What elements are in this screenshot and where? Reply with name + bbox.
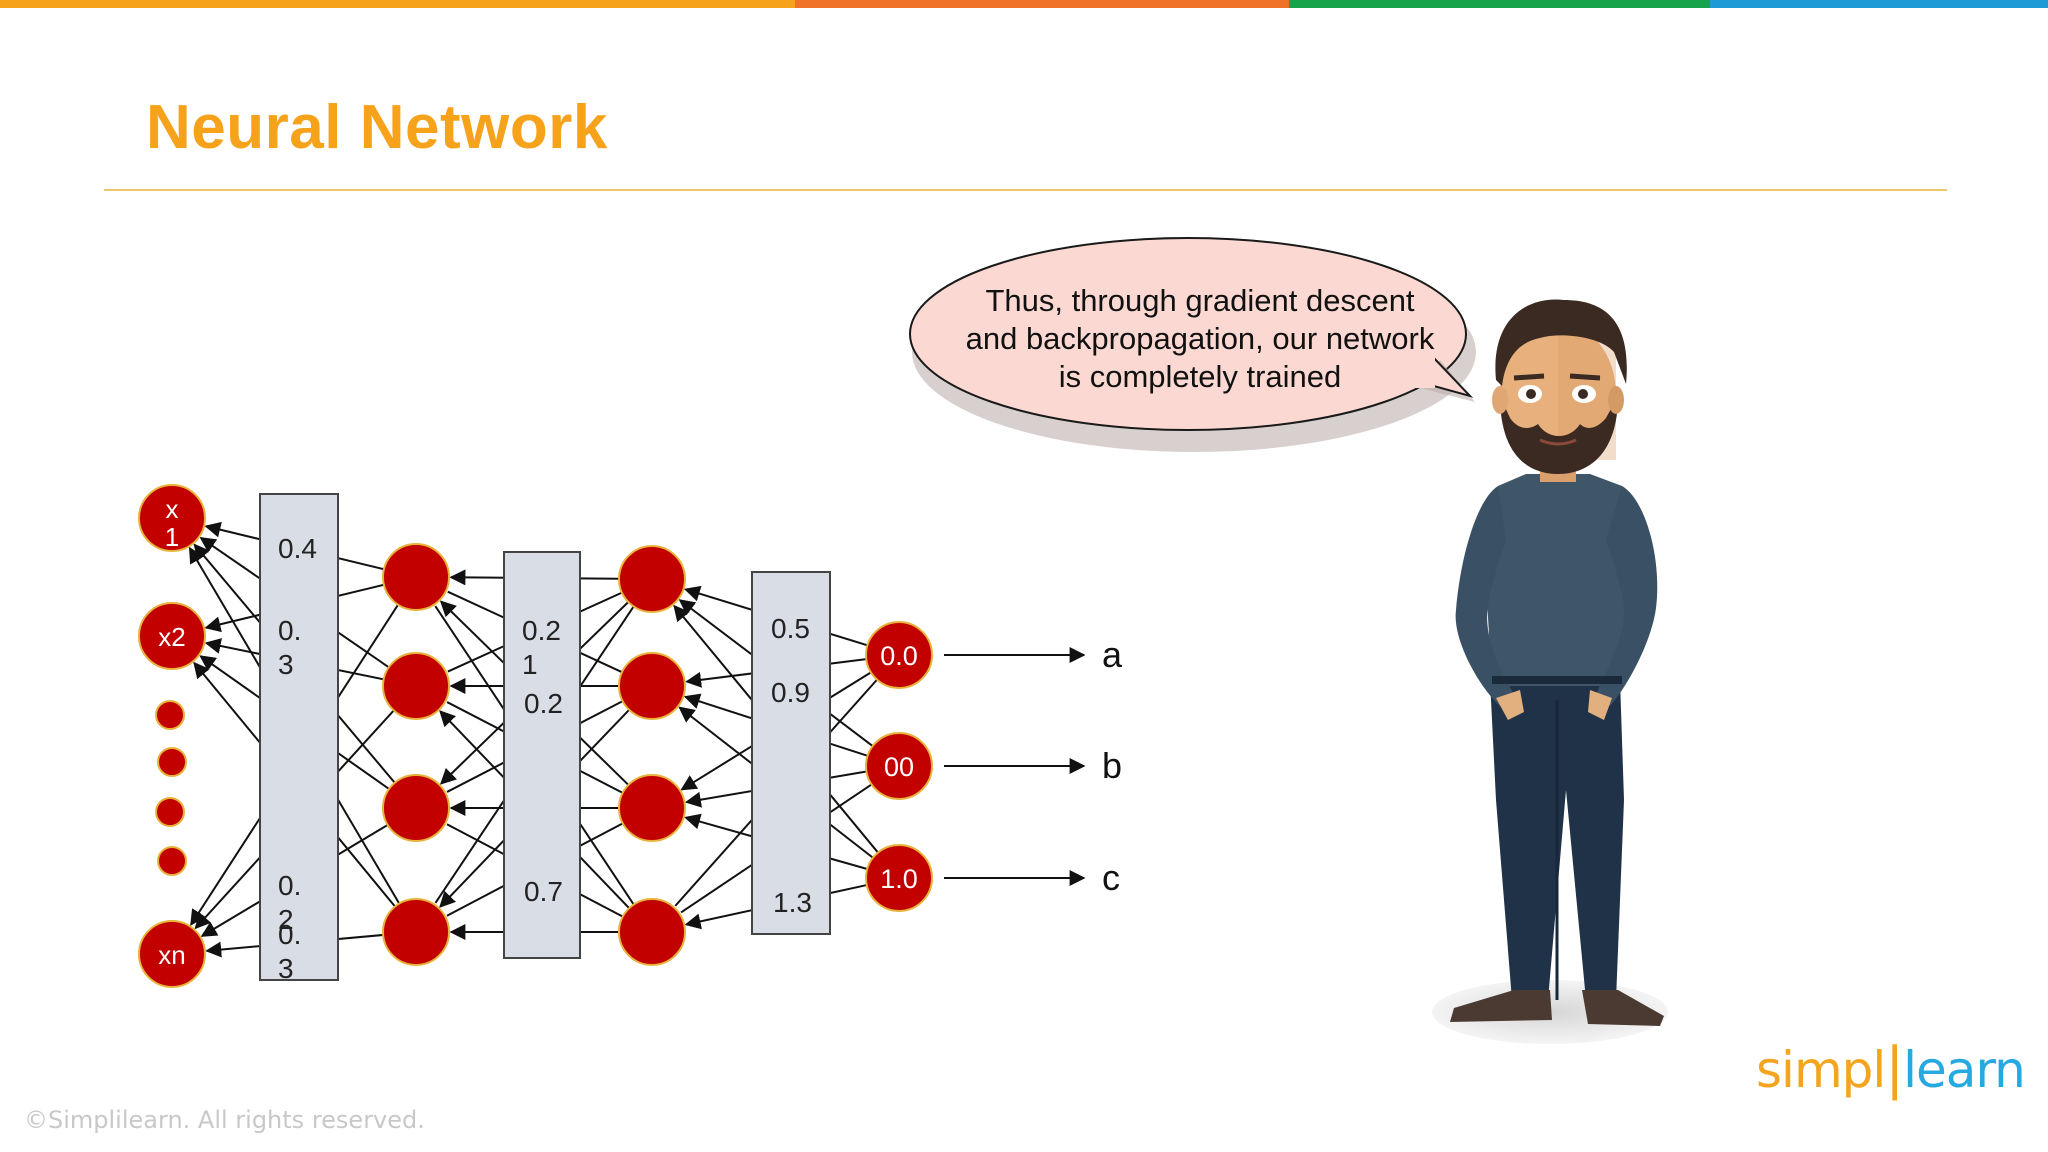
input-ellipsis-dot bbox=[155, 797, 185, 827]
input-neuron-x1 bbox=[138, 484, 206, 552]
logo-bar: | bbox=[1885, 1036, 1904, 1101]
hidden2-neuron bbox=[618, 774, 686, 842]
weight-box-1 bbox=[259, 493, 339, 981]
hidden2-neuron bbox=[618, 898, 686, 966]
hidden1-neuron bbox=[382, 543, 450, 611]
presenter-figure-icon bbox=[1432, 299, 1668, 1044]
weight-value: 0.7 bbox=[524, 876, 563, 907]
weight-value: 1.3 bbox=[773, 887, 812, 918]
output-value: 1.0 bbox=[880, 864, 918, 894]
hidden1-neuron bbox=[382, 652, 450, 720]
title-divider bbox=[104, 189, 1947, 191]
output-class-label: c bbox=[1102, 857, 1120, 898]
input-label: xn bbox=[158, 940, 185, 970]
input-neuron-x2 bbox=[138, 602, 206, 670]
top-color-bar bbox=[0, 0, 2048, 8]
weight-value: 0.2 bbox=[524, 688, 563, 719]
hidden1-neuron bbox=[382, 898, 450, 966]
output-neuron-b bbox=[865, 732, 933, 800]
weight-box-3 bbox=[751, 571, 831, 935]
input-ellipsis-dot bbox=[157, 747, 187, 777]
output-class-label: a bbox=[1102, 634, 1123, 675]
speech-bubble-text: Thus, through gradient descent and backp… bbox=[965, 283, 1435, 394]
weight-value: 0.3 bbox=[278, 615, 301, 680]
top-bar-segment-orange bbox=[0, 0, 795, 8]
output-class-label: b bbox=[1102, 745, 1122, 786]
input-neuron-xn bbox=[138, 920, 206, 988]
output-value: 0.0 bbox=[880, 641, 918, 671]
top-bar-segment-blue bbox=[1710, 0, 2048, 8]
weight-value: 0.4 bbox=[278, 533, 317, 564]
hidden2-neuron bbox=[618, 652, 686, 720]
output-neuron-c bbox=[865, 844, 933, 912]
top-bar-segment-green bbox=[1289, 0, 1710, 8]
weight-value: 0.9 bbox=[771, 677, 810, 708]
top-bar-segment-red bbox=[795, 0, 1289, 8]
logo-part-learn: learn bbox=[1903, 1041, 2026, 1099]
input-label: x2 bbox=[158, 622, 185, 652]
weight-value: 0.2 bbox=[278, 870, 301, 935]
input-ellipsis-dot bbox=[155, 700, 185, 730]
weight-value: 0.3 bbox=[278, 919, 301, 984]
simplilearn-logo: simpl|learn bbox=[1756, 1036, 2026, 1101]
input-ellipsis-dot bbox=[157, 846, 187, 876]
weight-value: 0.5 bbox=[771, 613, 810, 644]
output-arrows: a b c bbox=[944, 634, 1123, 898]
hidden2-neuron bbox=[618, 545, 686, 613]
slide-title: Neural Network bbox=[146, 93, 608, 162]
logo-part-simpl: simpl bbox=[1756, 1041, 1886, 1099]
speech-bubble bbox=[909, 237, 1476, 452]
output-value: 00 bbox=[884, 752, 914, 782]
copyright-footer: ©Simplilearn. All rights reserved. bbox=[24, 1106, 425, 1134]
weight-box-2 bbox=[503, 551, 581, 959]
output-neuron-a bbox=[865, 621, 933, 689]
hidden1-neuron bbox=[382, 774, 450, 842]
